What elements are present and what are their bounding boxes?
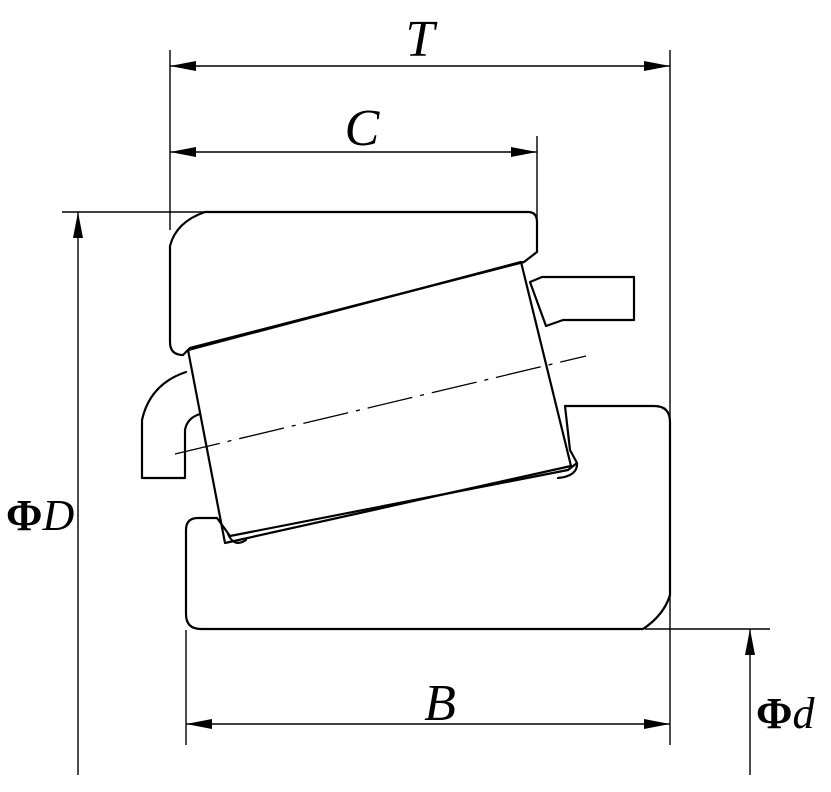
- dimension-outer-diameter: ΦD: [6, 212, 83, 775]
- inner-ring-rib-bump-small: [226, 532, 248, 544]
- cage-large-end: [528, 275, 636, 328]
- dimension-C: C: [170, 100, 537, 157]
- arrowhead-B-right: [644, 719, 670, 729]
- extension-lines: [62, 50, 770, 745]
- arrowhead-C-right: [511, 147, 537, 157]
- arrowhead-T-right: [644, 61, 670, 71]
- letter-D: D: [41, 491, 74, 540]
- label-B: B: [424, 675, 456, 732]
- phi-symbol-D: Φ: [6, 491, 42, 540]
- cage-small-end: [140, 370, 202, 480]
- arrowhead-D-top: [73, 212, 83, 238]
- label-C: C: [345, 100, 381, 157]
- inner-ring-rib-bump-large: [556, 461, 579, 480]
- label-T: T: [406, 11, 438, 68]
- outer-ring-cup: [168, 210, 539, 357]
- dimension-inner-diameter: Φd: [745, 629, 815, 775]
- phi-symbol-d: Φ: [756, 689, 792, 738]
- dimension-B: B: [186, 675, 670, 732]
- label-outer-diameter: ΦD: [6, 491, 74, 540]
- letter-d: d: [792, 689, 815, 738]
- arrowhead-T-left: [170, 61, 196, 71]
- tapered-roller: [186, 260, 573, 545]
- roller-axis-centerline: [174, 355, 587, 455]
- dimension-T: T: [170, 11, 670, 71]
- arrowhead-d-top: [745, 629, 755, 655]
- label-inner-diameter: Φd: [756, 689, 815, 738]
- arrowhead-B-left: [186, 719, 212, 729]
- inner-ring-cone: [184, 404, 672, 631]
- arrowhead-C-left: [170, 147, 196, 157]
